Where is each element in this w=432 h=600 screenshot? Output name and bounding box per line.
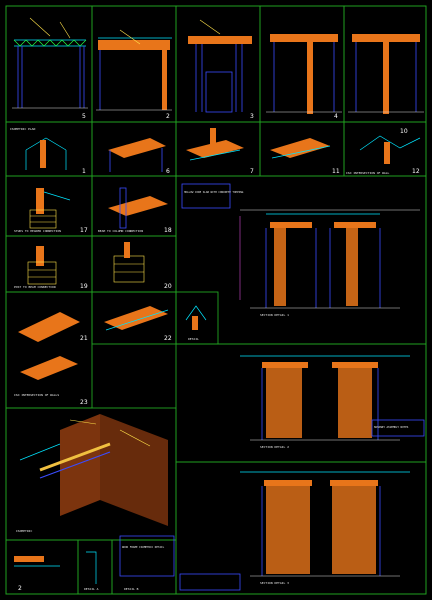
detail-7-iso-post xyxy=(186,128,244,161)
detail-number: 10 xyxy=(400,128,408,135)
detail-small-bracket xyxy=(185,305,207,330)
detail-number: 7 xyxy=(250,168,254,175)
detail-3-opening xyxy=(188,19,252,113)
detail-number: 5 xyxy=(82,113,86,120)
caption: ISOMETRIC xyxy=(16,529,32,533)
detail-6-iso-header xyxy=(108,138,166,172)
caption: SECTION DETAIL 2 xyxy=(260,445,289,449)
detail-number: 3 xyxy=(250,113,254,120)
detail-number: 20 xyxy=(164,283,172,290)
note-box-text: WOOD FRAME ISOMETRIC DETAIL xyxy=(122,545,165,549)
detail-number: 2 xyxy=(166,113,170,120)
detail-number: 2 xyxy=(18,585,22,592)
detail-number: 4 xyxy=(334,113,338,120)
detail-22-iso-junction xyxy=(104,306,169,331)
detail-18-beam-to-column xyxy=(108,187,168,229)
detail-19-post-to-beam xyxy=(27,246,57,285)
note-boxes: HOLLOW CORE SLAB WITH CONCRETE TOPPING M… xyxy=(122,190,409,549)
bottom-details xyxy=(14,551,241,591)
detail-number: 21 xyxy=(80,335,88,342)
detail-numbers: 5 2 3 4 1 6 7 11 12 10 17 18 19 20 21 22… xyxy=(18,113,420,592)
section-detail-top xyxy=(181,183,420,309)
detail-number: 11 xyxy=(332,168,340,175)
note-box-text: HOLLOW CORE SLAB WITH CONCRETE TOPPING xyxy=(184,190,244,194)
detail-17-studs-to-header xyxy=(29,188,71,229)
panel-frames xyxy=(5,5,427,595)
caption: ISO INTERSECTION OF WALLS xyxy=(14,393,59,397)
detail-4-column xyxy=(266,34,342,114)
detail-number: 12 xyxy=(412,168,420,175)
detail-5-floor-truss xyxy=(12,17,88,109)
detail-number: 19 xyxy=(80,283,88,290)
section-detail-bottom xyxy=(240,471,410,577)
caption: ISOMETRIC PLAN xyxy=(10,127,35,131)
isometric-wood-frame xyxy=(19,414,175,577)
note-box-text: MASONRY ASSEMBLY NOTES xyxy=(374,425,409,429)
detail-number: 18 xyxy=(164,227,172,234)
caption: SECTION DETAIL 3 xyxy=(260,581,289,585)
detail-number: 1 xyxy=(82,168,86,175)
caption: DETAIL A xyxy=(84,587,99,591)
detail-number: 22 xyxy=(164,335,172,342)
detail-2-header-beam xyxy=(96,29,172,111)
caption: ISO INTERSECTION OF WALL xyxy=(346,171,390,175)
detail-21-sill xyxy=(18,312,80,380)
detail-5-right-column xyxy=(348,34,424,114)
detail-1-iso-corner xyxy=(25,137,67,170)
caption: DETAIL B xyxy=(124,587,139,591)
caption: POST TO BEAM CONNECTION xyxy=(14,285,56,289)
detail-11-iso-joist xyxy=(270,138,331,159)
caption: STUDS TO HEADER CONNECTION xyxy=(14,229,61,233)
detail-12-iso-wall xyxy=(359,135,421,164)
detail-20-masonry-joint xyxy=(113,242,145,283)
caption: DETAIL xyxy=(188,337,199,341)
captions: ISOMETRIC PLAN ISO INTERSECTION OF WALL … xyxy=(10,127,390,591)
caption: BEAM TO COLUMN CONNECTION xyxy=(98,229,143,233)
detail-number: 6 xyxy=(166,168,170,175)
detail-number: 23 xyxy=(80,399,88,406)
caption: SECTION DETAIL 1 xyxy=(260,313,289,317)
section-detail-middle xyxy=(240,355,425,441)
detail-number: 17 xyxy=(80,227,88,234)
